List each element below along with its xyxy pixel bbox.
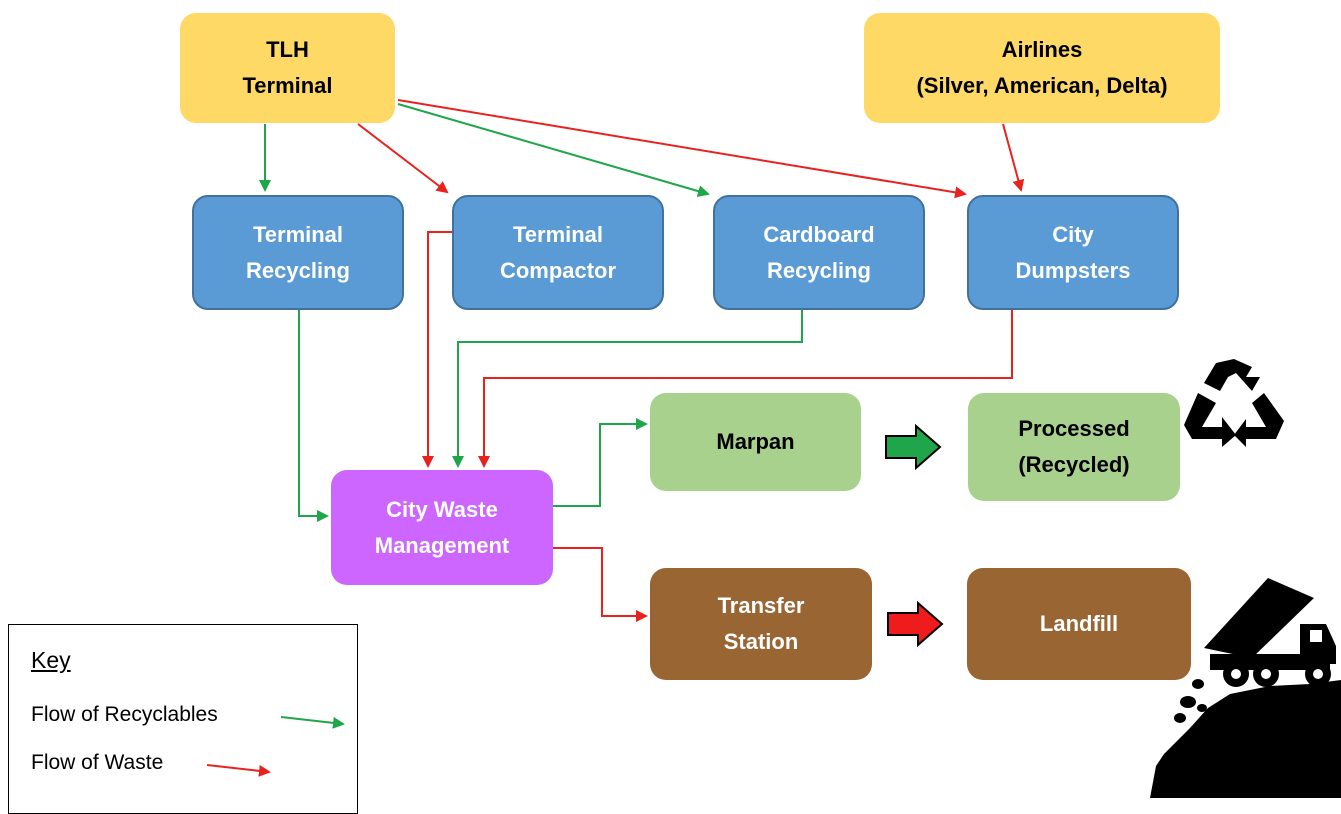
node-label-line1: Cardboard	[763, 221, 875, 247]
node-label-line1: Processed	[1018, 416, 1130, 441]
red-block-arrow-icon	[887, 601, 944, 647]
node-label-line1: Landfill	[1039, 611, 1119, 636]
edge-tlh-city-dumpsters	[397, 99, 967, 199]
edge-tlh-cardboard-recycling	[397, 103, 710, 197]
node-airlines: Airlines (Silver, American, Delta)	[864, 13, 1220, 123]
node-tlh-terminal: TLH Terminal	[180, 13, 395, 123]
node-landfill: Landfill	[967, 568, 1191, 680]
key-title: Key	[31, 647, 71, 673]
node-label-line2: Compactor	[499, 257, 617, 283]
edge-city-waste-transfer	[553, 547, 648, 622]
node-city-waste-management: City Waste Management	[331, 470, 553, 585]
key-green-arrow	[280, 716, 345, 729]
node-terminal-compactor: Terminal Compactor	[452, 195, 664, 310]
key-red-arrow	[206, 764, 271, 777]
node-label-line1: Terminal	[252, 221, 344, 247]
edge-terminal-recycling-city-waste	[298, 310, 329, 522]
node-terminal-recycling: Terminal Recycling	[192, 195, 404, 310]
dump-truck-landfill-icon	[1150, 578, 1341, 798]
edge-tlh-terminal-compactor	[357, 123, 449, 194]
node-transfer-station: Transfer Station	[650, 568, 872, 680]
node-marpan: Marpan	[650, 393, 861, 491]
edge-cardboard-recycling-city-waste	[452, 310, 803, 468]
key-recyclables-label: Flow of Recyclables	[31, 703, 218, 726]
edge-city-waste-marpan	[553, 418, 648, 507]
edge-city-dumpsters-city-waste	[478, 310, 1013, 468]
node-label-line1: Marpan	[716, 429, 795, 454]
node-label-line2: (Recycled)	[1018, 452, 1130, 477]
node-city-dumpsters: City Dumpsters	[967, 195, 1179, 310]
green-block-arrow-icon	[885, 424, 942, 470]
legend-key: Key Flow of Recyclables Flow of Waste	[8, 624, 358, 814]
node-processed-recycled: Processed (Recycled)	[968, 393, 1180, 501]
node-label-line1: Transfer	[717, 593, 805, 618]
edge-airlines-city-dumpsters	[1002, 123, 1025, 192]
node-cardboard-recycling: Cardboard Recycling	[713, 195, 925, 310]
node-label-line1: City Waste	[386, 496, 498, 522]
recycle-icon	[1184, 359, 1284, 447]
node-label-line1: TLH	[266, 37, 309, 62]
node-label-line1: Terminal	[512, 221, 604, 247]
node-label-line2: Dumpsters	[1015, 257, 1131, 283]
node-label-line2: (Silver, American, Delta)	[916, 73, 1168, 98]
node-label-line1: Airlines	[1001, 37, 1083, 62]
edge-terminal-compactor-city-waste	[422, 231, 452, 468]
key-waste-label: Flow of Waste	[31, 751, 164, 774]
node-label-line2: Recycling	[767, 257, 871, 283]
node-label-line1: City	[1052, 221, 1094, 247]
node-label-line2: Terminal	[242, 73, 333, 98]
node-label-line2: Station	[723, 629, 799, 654]
node-label-line2: Recycling	[246, 257, 350, 283]
node-label-line2: Management	[374, 532, 510, 558]
